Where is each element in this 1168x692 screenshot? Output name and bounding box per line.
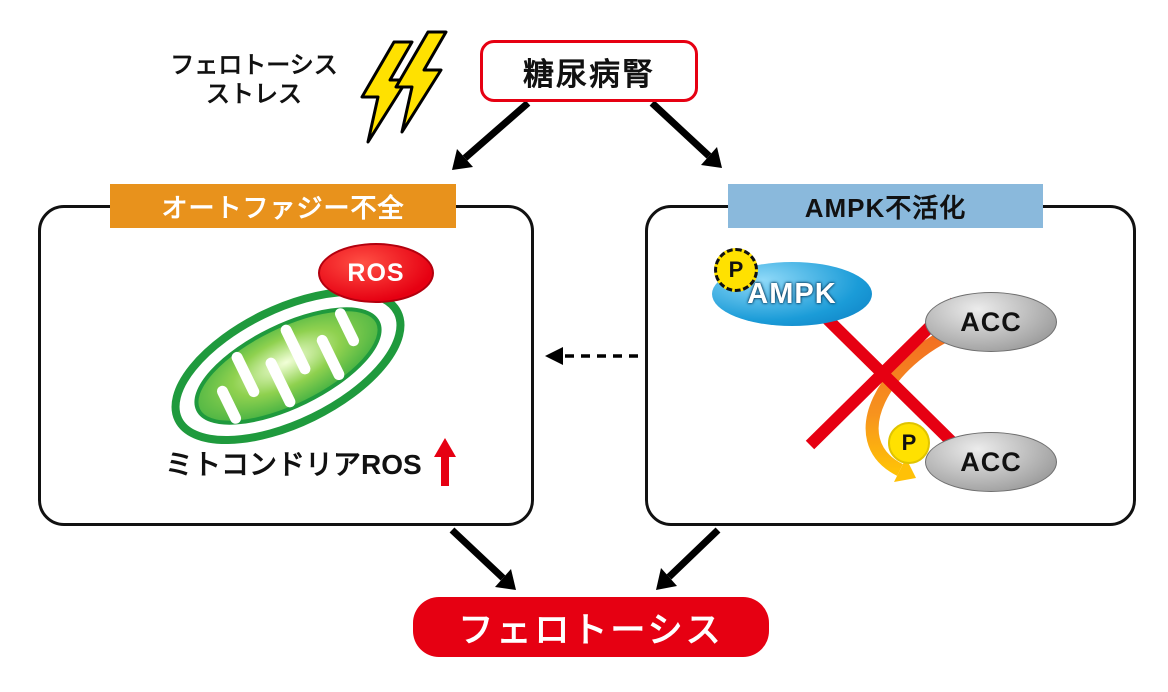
acc-bottom-ellipse: ACC	[925, 432, 1057, 492]
phosphate-circle: P	[888, 422, 930, 464]
autophagy-panel-header: オートファジー不全	[110, 184, 456, 228]
stress-label: フェロトーシス ストレス	[148, 52, 360, 110]
arrow-autophagy-to-outcome	[449, 527, 516, 590]
ferroptosis-label: フェロトーシス	[458, 610, 724, 650]
ampk-panel	[645, 205, 1136, 526]
acc-top-ellipse: ACC	[925, 292, 1057, 352]
mito-ros-caption: ミトコンドリアROS	[165, 438, 458, 488]
ampk-header-label: AMPK不活化	[804, 192, 967, 223]
lightning-icon	[360, 30, 448, 144]
autophagy-header-label: オートファジー不全	[161, 192, 405, 223]
ferroptosis-box: フェロトーシス	[413, 597, 769, 657]
phosphate-dashed-circle: P	[714, 248, 758, 292]
phosphate-label: P	[901, 430, 917, 455]
acc-top-label: ACC	[960, 306, 1022, 337]
arrow-trigger-to-autophagy	[452, 100, 531, 170]
ampk-panel-header: AMPK不活化	[728, 184, 1043, 228]
phosphate-dashed-label: P	[728, 257, 744, 282]
ros-label: ROS	[347, 258, 405, 287]
ros-ellipse: ROS	[318, 243, 434, 303]
diabetic-kidney-box: 糖尿病腎	[480, 40, 698, 102]
stress-label-line1: フェロトーシス	[170, 52, 338, 79]
ampk-ellipse: AMPK	[712, 262, 872, 326]
arrow-ampk-to-outcome	[656, 527, 721, 590]
acc-bottom-label: ACC	[960, 446, 1022, 477]
diabetic-kidney-label: 糖尿病腎	[523, 56, 655, 92]
ampk-label: AMPK	[747, 277, 837, 310]
stress-label-line2: ストレス	[206, 80, 302, 108]
dashed-arrow-icon	[545, 347, 638, 365]
mito-ros-caption-text: ミトコンドリアROS	[165, 449, 422, 480]
increase-arrow-icon	[433, 438, 456, 486]
arrow-trigger-to-ampk	[649, 100, 722, 168]
